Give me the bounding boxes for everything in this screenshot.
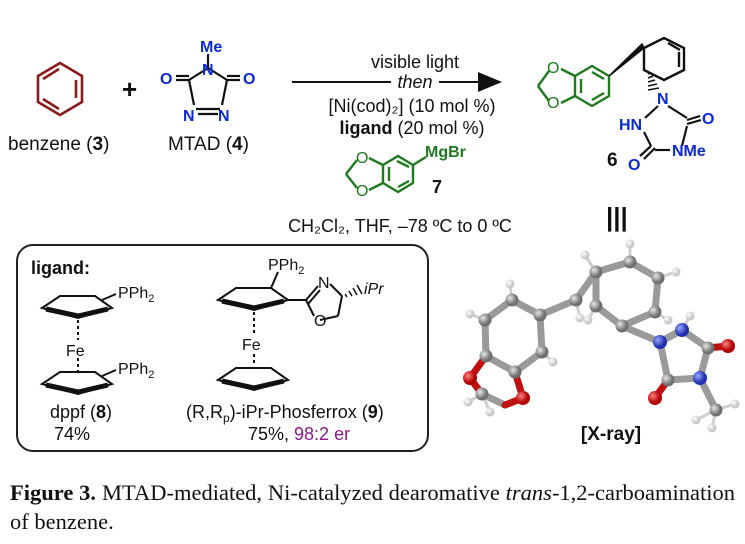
phosferrox-n: N (318, 275, 330, 292)
mtad-n2: N (218, 108, 230, 125)
reaction-scheme: benzene (3) + Me N O O N N MTAD (4) visi… (8, 36, 740, 452)
mtad-o2: O (243, 71, 255, 88)
dppf-structure (39, 293, 117, 396)
condition-light: visible light (371, 52, 459, 72)
grignard-o1: O (356, 150, 368, 167)
figure-caption: Figure 3.MTAD-mediated, Ni-catalyzed dea… (10, 478, 735, 536)
phosferrox-yield: 75%, 98:2 er (248, 424, 350, 444)
product-n1: N (657, 91, 669, 108)
phosferrox-o: O (314, 313, 326, 330)
dppf-pph2-top: PPh2 (118, 285, 154, 305)
xray-label: [X-ray] (581, 424, 641, 445)
figure-label: Figure 3. (10, 480, 97, 505)
mtad-label: MTAD (4) (168, 134, 249, 155)
product-hn: HN (619, 117, 642, 134)
ligand-title: ligand: (31, 258, 90, 278)
plus-sign: + (122, 74, 137, 104)
benzene-label: benzene (3) (8, 134, 109, 155)
product-o2: O (628, 157, 640, 174)
mtad-methyl: Me (200, 39, 222, 56)
ligand-box (16, 244, 429, 452)
identity-symbol: ||| (606, 202, 628, 232)
condition-ligand: ligand (20 mol %) (339, 118, 484, 138)
product-dioxole-o2: O (547, 95, 559, 112)
phosferrox-pph2: PPh2 (268, 257, 304, 277)
condition-then: then (397, 72, 432, 92)
dppf-label: dppf (8) (50, 402, 112, 422)
product-nme: NMe (672, 143, 706, 160)
phosferrox-structure (215, 271, 343, 392)
phosferrox-fe: Fe (242, 337, 261, 354)
condition-catalyst: [Ni(cod)₂] (10 mol %) (328, 96, 495, 116)
phosferrox-hash-bond (344, 284, 363, 298)
grignard-structure: O O MgBr (345, 144, 466, 200)
xray-structure (463, 239, 740, 433)
phosferrox-label: (R,Rp)-iPr-Phosferrox (9) (186, 402, 384, 425)
grignard-o2: O (356, 183, 368, 200)
phosferrox-ipr: iPr (364, 281, 384, 298)
benzene-structure (36, 61, 84, 117)
mtad-structure: Me N O O N N (160, 39, 255, 125)
caption-text-1: MTAD-mediated, Ni-catalyzed dearomative (102, 480, 506, 505)
product-number: 6 (607, 150, 618, 171)
dppf-pph2-bottom: PPh2 (118, 361, 154, 381)
product-o1: O (702, 111, 714, 128)
product-structure: O O N HN O O NM (537, 36, 714, 174)
mtad-n4: N (202, 62, 214, 79)
condition-solvent: CH₂Cl₂, THF, –78 ºC to 0 ºC (288, 216, 512, 236)
mtad-n1: N (183, 108, 195, 125)
product-dioxole-o1: O (547, 60, 559, 77)
mtad-o1: O (160, 71, 172, 88)
grignard-number: 7 (432, 177, 442, 197)
dppf-yield: 74% (54, 424, 90, 444)
caption-trans: trans (505, 480, 552, 505)
caption-text-2: -1,2-carboamination of benzene. (10, 480, 735, 534)
dppf-fe: Fe (66, 343, 85, 360)
grignard-mgbr: MgBr (425, 144, 466, 161)
